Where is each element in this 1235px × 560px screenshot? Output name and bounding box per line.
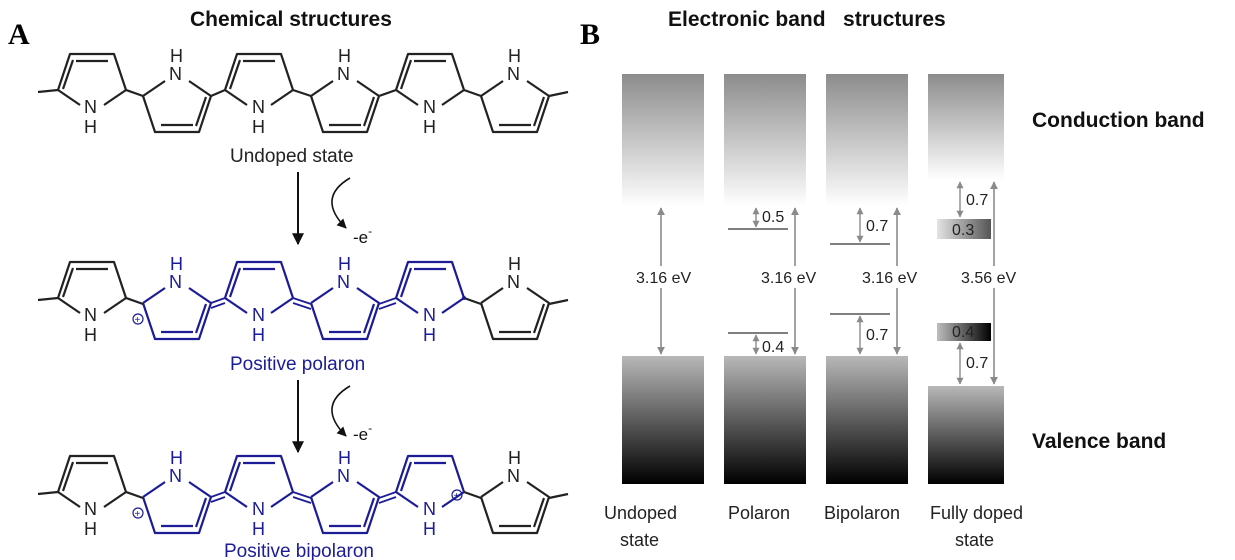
plus-charge-icon: + bbox=[454, 491, 460, 502]
svg-text:H: H bbox=[252, 519, 265, 539]
svg-text:N: N bbox=[169, 466, 182, 486]
svg-text:H: H bbox=[84, 519, 97, 539]
polaron-upper-gap: 0.5 bbox=[762, 209, 784, 226]
gap-value-polaron: 3.16 eV bbox=[761, 270, 816, 287]
conduction-band-label: Conduction band bbox=[1032, 109, 1205, 132]
undoped-chain bbox=[37, 52, 569, 134]
fully-doped-upper-band-label: 0.3 bbox=[952, 222, 974, 239]
svg-text:N: N bbox=[423, 305, 436, 325]
gap-value-fully-doped: 3.56 eV bbox=[961, 270, 1016, 287]
column-label-bipolaron: Bipolaron bbox=[824, 503, 900, 523]
svg-text:N: N bbox=[423, 499, 436, 519]
svg-text:N: N bbox=[337, 64, 350, 84]
svg-text:N: N bbox=[252, 97, 265, 117]
conduction-band-bipolaron bbox=[826, 74, 908, 206]
fully-doped-upper-gap: 0.7 bbox=[966, 192, 988, 209]
svg-text:N: N bbox=[507, 466, 520, 486]
electron-curve-arrow-1 bbox=[331, 177, 351, 229]
svg-text:N: N bbox=[84, 97, 97, 117]
svg-text:H: H bbox=[338, 254, 351, 274]
svg-text:H: H bbox=[252, 325, 265, 345]
svg-text:N: N bbox=[507, 272, 520, 292]
svg-text:N: N bbox=[169, 272, 182, 292]
svg-text:N: N bbox=[84, 499, 97, 519]
valence-band-fully-doped bbox=[928, 386, 1004, 484]
svg-text:H: H bbox=[423, 117, 436, 137]
gap-value-bipolaron: 3.16 eV bbox=[862, 270, 917, 287]
bipolaron-charges: + + bbox=[132, 489, 463, 520]
svg-text:H: H bbox=[170, 254, 183, 274]
svg-text:N: N bbox=[507, 64, 520, 84]
svg-text:H: H bbox=[252, 117, 265, 137]
fully-doped-lower-gap: 0.7 bbox=[966, 355, 988, 372]
svg-text:H: H bbox=[423, 519, 436, 539]
valence-band-bipolaron bbox=[826, 356, 908, 484]
svg-text:H: H bbox=[170, 46, 183, 66]
fully-doped-lower-band bbox=[937, 323, 991, 341]
column-label-undoped-2: state bbox=[620, 530, 659, 550]
column-label-fully-doped: Fully doped bbox=[930, 503, 1023, 523]
electron-loss-label-2: -e- bbox=[353, 421, 372, 444]
bipolaron-lower-gap: 0.7 bbox=[866, 327, 888, 344]
svg-text:H: H bbox=[84, 117, 97, 137]
panel-b-title: Electronic band structures bbox=[668, 8, 946, 31]
fully-doped-lower-band-label: 0.4 bbox=[952, 324, 974, 341]
svg-text:N: N bbox=[423, 97, 436, 117]
conduction-band-fully-doped bbox=[928, 74, 1004, 180]
conduction-band-polaron bbox=[724, 74, 806, 206]
svg-text:N: N bbox=[252, 499, 265, 519]
svg-text:H: H bbox=[338, 46, 351, 66]
svg-text:H: H bbox=[508, 448, 521, 468]
bipolaron-upper-gap: 0.7 bbox=[866, 218, 888, 235]
svg-text:N: N bbox=[337, 466, 350, 486]
state-label-polaron: Positive polaron bbox=[230, 354, 365, 375]
polaron-lower-gap: 0.4 bbox=[762, 339, 784, 356]
electron-curve-arrow-2 bbox=[331, 385, 351, 437]
column-label-undoped: Undoped bbox=[604, 503, 677, 523]
undoped-nh-labels: NH HN NH HN NH HN bbox=[84, 46, 521, 137]
valence-band-label: Valence band bbox=[1032, 430, 1166, 453]
svg-text:H: H bbox=[170, 448, 183, 468]
column-label-polaron: Polaron bbox=[728, 503, 790, 523]
gap-value-undoped: 3.16 eV bbox=[636, 270, 691, 287]
valence-band-polaron bbox=[724, 356, 806, 484]
polaron-charges: + bbox=[132, 296, 466, 326]
svg-text:N: N bbox=[337, 272, 350, 292]
plus-charge-icon: + bbox=[135, 315, 141, 326]
bipolaron-nh-labels: NH HN NH HN NH HN bbox=[84, 448, 521, 539]
valence-band-undoped bbox=[622, 356, 704, 484]
panel-a-title: Chemical structures bbox=[190, 8, 392, 31]
svg-text:N: N bbox=[84, 305, 97, 325]
radical-dot-icon bbox=[462, 296, 466, 300]
svg-text:H: H bbox=[84, 325, 97, 345]
svg-text:H: H bbox=[338, 448, 351, 468]
conduction-band-undoped bbox=[622, 74, 704, 206]
electron-loss-label-1: -e- bbox=[353, 224, 372, 247]
svg-text:N: N bbox=[169, 64, 182, 84]
svg-text:H: H bbox=[508, 254, 521, 274]
panel-b-letter: B bbox=[580, 18, 600, 51]
svg-text:N: N bbox=[252, 305, 265, 325]
polaron-chain bbox=[37, 260, 569, 341]
column-label-fully-doped-2: state bbox=[955, 530, 994, 550]
state-label-bipolaron: Positive bipolaron bbox=[224, 541, 374, 560]
bipolaron-chain bbox=[37, 454, 569, 535]
fully-doped-upper-band bbox=[937, 219, 991, 239]
panel-a-letter: A bbox=[8, 18, 30, 51]
plus-charge-icon: + bbox=[135, 509, 141, 520]
svg-text:H: H bbox=[508, 46, 521, 66]
svg-text:H: H bbox=[423, 325, 436, 345]
polaron-nh-labels: NH HN NH HN NH HN bbox=[84, 254, 521, 345]
state-label-undoped: Undoped state bbox=[230, 146, 354, 167]
